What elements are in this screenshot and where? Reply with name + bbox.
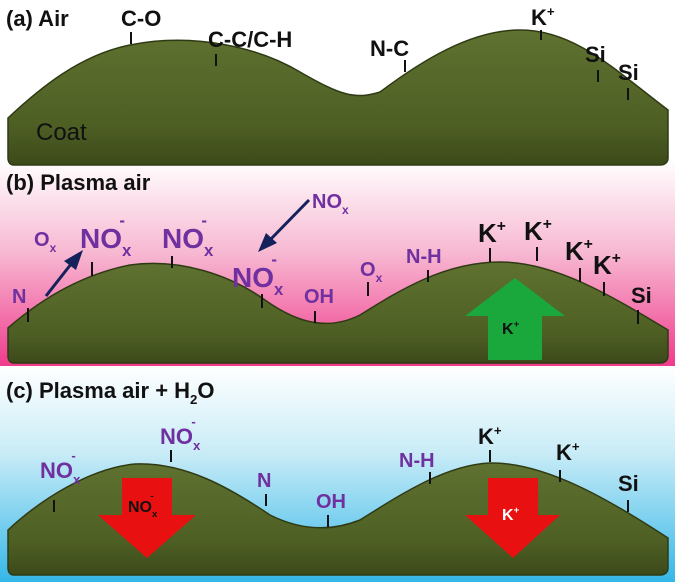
label-ox-b1: Ox [34, 229, 57, 255]
label-k-plus-b4: K+ [593, 250, 621, 280]
label-nox-minus-b3: NOx- [232, 250, 284, 299]
panel-b-title: (b) Plasma air [6, 170, 151, 195]
coat-label: Coat [36, 119, 87, 146]
label-cc-ch: C-C/C-H [208, 27, 292, 52]
red-down-arrow-right [465, 478, 560, 558]
label-si-b: Si [631, 283, 652, 308]
red-down-arrow-left [98, 478, 196, 558]
panel-c-title: (c) Plasma air + H2O [6, 378, 215, 407]
label-k-plus-b3: K+ [565, 236, 593, 266]
label-ox-b2: Ox [360, 259, 383, 285]
red-arrow-left-label: NOx- [128, 491, 158, 520]
navy-arrow-left [44, 250, 83, 297]
label-k-plus-a: K+ [531, 4, 555, 30]
label-nox-minus-b1: NOx- [80, 211, 132, 260]
label-n-c: N [257, 470, 271, 492]
label-nox-minus-c1: NOx- [40, 448, 81, 487]
red-arrow-right-label: K+ [502, 505, 520, 524]
coat-a [7, 29, 669, 166]
green-up-arrow [465, 278, 565, 360]
label-si-a2: Si [618, 60, 639, 85]
navy-arrow-right [258, 198, 311, 252]
label-oh-c: OH [316, 491, 346, 513]
label-nh-c: N-H [399, 450, 435, 472]
label-c-o: C-O [121, 6, 161, 31]
green-arrow-label: K+ [502, 319, 520, 338]
label-n-b: N [12, 286, 26, 308]
label-oh-b: OH [304, 286, 334, 308]
label-k-plus-c2: K+ [556, 439, 580, 465]
label-si-a1: Si [585, 42, 606, 67]
label-nh-b: N-H [406, 246, 442, 268]
label-k-plus-b1: K+ [478, 218, 506, 248]
panel-a-title: (a) Air [6, 6, 69, 31]
label-k-plus-c1: K+ [478, 423, 502, 449]
label-n-c: N-C [370, 36, 409, 61]
label-k-plus-b2: K+ [524, 216, 552, 246]
label-nox-minus-b2: NOx- [162, 211, 214, 260]
label-si-c: Si [618, 471, 639, 496]
label-nox-gas: NOx [312, 191, 349, 217]
label-nox-minus-c2: NOx- [160, 414, 201, 453]
